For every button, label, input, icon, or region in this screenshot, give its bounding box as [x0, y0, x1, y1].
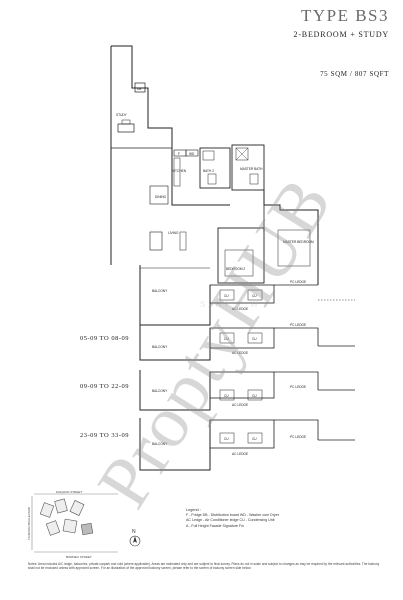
label-bath2: BATH 2 — [203, 169, 214, 173]
master-bath-wc — [249, 173, 259, 185]
label-balcony-v1: BALCONY — [152, 345, 168, 349]
study-chair — [121, 119, 131, 125]
floor-range-3: 23-09 TO 33-09 — [80, 432, 130, 439]
unit-area: 75 SQM / 807 SQFT — [320, 70, 389, 78]
dining-table — [149, 185, 169, 205]
bath2-basin — [202, 150, 215, 161]
label-cu-v1a: CU — [224, 337, 229, 341]
north-label: N — [132, 529, 136, 535]
label-pc-ledge-v1: PC LEDGE — [290, 323, 306, 327]
floor-range-1: 05-09 TO 08-09 — [80, 335, 130, 342]
unit-type-subtitle: 2-BEDROOM + STUDY — [293, 30, 389, 39]
label-cu-v3a: CU — [224, 437, 229, 441]
fridge-box — [173, 149, 187, 157]
label-cu-v2b: CU — [252, 394, 257, 398]
floor-variant-1 — [139, 325, 355, 361]
label-pc-ledge-main: PC LEDGE — [290, 280, 306, 284]
label-balcony-v3: BALCONY — [152, 442, 168, 446]
balcony-main — [139, 265, 211, 326]
label-pc-ledge-v3: PC LEDGE — [290, 435, 306, 439]
label-cu-1: CU — [224, 294, 229, 298]
db-box — [134, 82, 146, 93]
label-db: DB — [137, 87, 141, 91]
wd-box — [185, 149, 199, 157]
wall-master-right — [263, 190, 319, 285]
master-bath-shower — [235, 147, 249, 161]
legend-line-3: A - Full Height Facade Signature Fin — [186, 523, 244, 528]
unit-type-title: TYPE BS3 — [300, 6, 389, 25]
north-arrow-icon: N — [129, 529, 141, 547]
legend-line-2: AC Ledge - Air Conditioner ledge CU - Co… — [186, 518, 275, 523]
bedroom2-bed — [224, 249, 254, 277]
shower-cross-2 — [235, 147, 249, 161]
label-ac-ledge-v2: AC LEDGE — [232, 403, 248, 407]
watermark-faint: S HI I W — [200, 300, 262, 309]
label-master-bath: MASTER BATH — [240, 167, 263, 171]
label-cu-v3b: CU — [252, 437, 257, 441]
label-ac-ledge-v3: AC LEDGE — [232, 452, 248, 456]
bedroom2-walls — [217, 227, 265, 284]
key-plan: FAIQOUR STREET BORNEO STREET TALBANG BOU… — [27, 490, 118, 559]
street-left: TALBANG BOULEVARD — [27, 506, 31, 540]
legend-title: Legend : — [186, 508, 201, 512]
disclaimer-notes: Notes: Area includes A/C ledge, balconie… — [28, 562, 380, 571]
study-desk — [117, 123, 135, 133]
cu-box-2 — [247, 289, 263, 301]
master-bed — [277, 229, 311, 267]
label-ac-ledge-v1: AC LEDGE — [232, 351, 248, 355]
bath2-wc — [207, 173, 217, 185]
label-balcony-v2: BALCONY — [152, 389, 168, 393]
floor-range-2: 09-09 TO 22-09 — [80, 383, 130, 390]
label-wd: WD — [189, 152, 195, 156]
label-cu-v2a: CU — [224, 394, 229, 398]
legend: Legend : F - Fridge DB - Distribution bo… — [186, 508, 279, 529]
label-f: F — [178, 152, 180, 156]
living-sofa — [149, 231, 163, 251]
street-bottom: BORNEO STREET — [66, 555, 92, 559]
label-ac-ledge-main: AC LEDGE — [232, 307, 248, 311]
living-tv — [179, 231, 187, 251]
kitchen-counter — [173, 157, 181, 187]
label-master-bedroom: MASTER BEDROOM — [283, 240, 314, 244]
label-dining: DINING — [155, 195, 167, 199]
label-cu-v1b: CU — [252, 337, 257, 341]
wall-study-right — [111, 45, 173, 148]
label-pc-ledge-v2: PC LEDGE — [290, 385, 306, 389]
label-cu-2: CU — [252, 294, 257, 298]
master-bath-walls — [231, 144, 265, 191]
wall-kitchen-right — [171, 148, 230, 206]
label-living: LIVING — [168, 231, 179, 235]
label-study: STUDY — [116, 113, 128, 117]
floor-variant-2 — [139, 370, 355, 411]
label-balcony-main: BALCONY — [152, 289, 168, 293]
floor-variant-3 — [139, 418, 355, 471]
cu-box-1 — [219, 289, 235, 301]
highlighted-block — [80, 522, 94, 536]
street-top: FAIQOUR STREET — [56, 490, 82, 494]
legend-line-1: F - Fridge DB - Distribution board WD - … — [186, 513, 279, 518]
bath2-walls — [199, 147, 231, 189]
ac-ledge-main — [209, 284, 275, 304]
label-kitchen: KITCHEN — [172, 169, 187, 173]
label-bedroom2: BEDROOM 2 — [226, 267, 245, 271]
